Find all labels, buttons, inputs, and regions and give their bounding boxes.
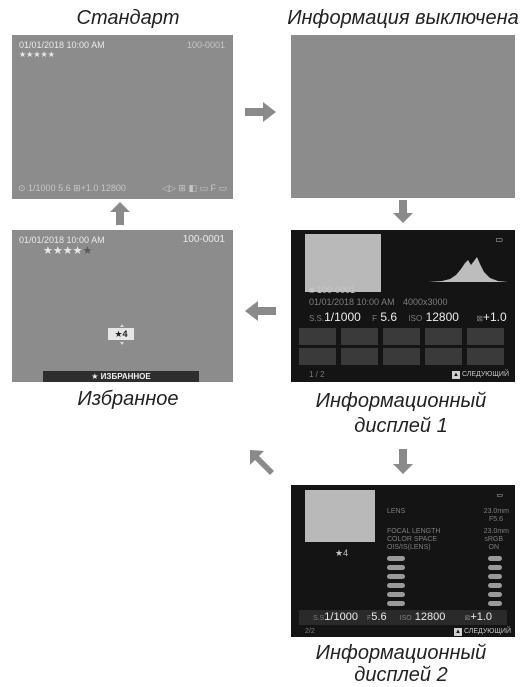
arrow-down-icon [393, 449, 413, 475]
value-color-space: sRGB [484, 536, 503, 543]
page-indicator: 1 / 2 [309, 370, 325, 379]
grid-cell [467, 328, 504, 345]
frame-number: ■ 100-0001 [309, 285, 355, 295]
caption-info-off: Информация выключена [287, 7, 519, 29]
setting-pill [387, 592, 405, 597]
arrow-down-icon [393, 200, 413, 224]
settings-grid [299, 328, 507, 366]
arrow-up-icon [110, 202, 130, 226]
setting-pill [387, 601, 405, 606]
setting-pill [488, 574, 502, 579]
caption-info1-line1: Информационный [315, 390, 487, 412]
setting-pill [488, 565, 502, 570]
screen-favorite: 01/01/2018 10:00 AM 100-0001 ★★★★★ ★4 ★ … [12, 230, 233, 382]
star-empty: ★ [82, 245, 93, 257]
grid-cell [383, 328, 420, 345]
grid-cell [299, 328, 336, 345]
rating-box: ★4 [108, 328, 134, 340]
screen-info-display-2: ★4 ▭ LENS FOCAL LENGTH COLOR SPACE OIS/I… [291, 485, 515, 637]
rating-text: ★4 [335, 548, 349, 558]
frame-number: 100-0001 [182, 234, 225, 245]
setting-pill [488, 583, 502, 588]
battery-icon: ▭ [496, 492, 503, 499]
arrow-diagonal-icon [248, 448, 276, 476]
caption-info2-line2: дисплей 2 [354, 664, 448, 686]
grid-cell [425, 348, 462, 365]
caption-standard: Стандарт [76, 7, 180, 29]
star-rating: ★★★★★ [43, 245, 93, 257]
setting-pill [387, 565, 405, 570]
page-indicator: 2/2 [305, 628, 315, 635]
setting-pill [387, 583, 405, 588]
setting-pill [387, 556, 405, 561]
screen-info-off [291, 35, 515, 198]
setting-pill [488, 556, 502, 561]
next-key-icon: ▲ [451, 371, 460, 379]
image-thumbnail [305, 490, 375, 542]
label-ois: OIS/IS(LENS) [387, 544, 431, 551]
image-thumbnail [305, 234, 381, 292]
caption-info1-line2: дисплей 1 [354, 415, 448, 437]
setting-pill [488, 592, 502, 597]
battery-icon: ▭ [495, 235, 503, 244]
grid-cell [341, 328, 378, 345]
value-lens: 23.0mm [483, 508, 509, 515]
caption-info2-line1: Информационный [315, 642, 487, 664]
next-key-icon: ▲ [453, 628, 462, 636]
next-button[interactable]: ▲ СЛЕДУЮЩИЙ [453, 628, 511, 636]
arrow-left-icon [245, 300, 277, 322]
arrow-right-icon [245, 101, 277, 123]
screen-standard: 01/01/2018 10:00 AM 100-0001 ★★★★★ ⊙ 1/1… [12, 35, 233, 199]
chevron-down-icon [120, 342, 124, 345]
value-aperture: F5.6 [488, 516, 503, 523]
exposure-row: S.S1/1000 F5.6 ISO 12800 ⊠+1.0 [299, 610, 507, 625]
datetime-text: 01/01/2018 10:00 AM [19, 40, 105, 50]
exposure-row: S.S.1/1000 F 5.6 ISO 12800 ⊠+1.0 [309, 310, 507, 324]
frame-number: 100-0001 [186, 40, 225, 50]
shooting-info: ⊙ 1/1000 5.6 ⊞+1.0 12800 [18, 183, 126, 193]
status-icons: ◁▷ ⊞ ◧ ▭ F ▭ [162, 183, 227, 193]
value-ois: ON [488, 544, 500, 551]
chevron-up-icon [120, 324, 124, 327]
grid-cell [425, 328, 462, 345]
grid-cell [383, 348, 420, 365]
label-focal-length: FOCAL LENGTH [387, 528, 441, 535]
datetime-text: 01/01/2018 10:00 AM [309, 297, 395, 307]
resolution-text: 4000x3000 [403, 297, 448, 307]
label-lens: LENS [387, 508, 406, 515]
histogram [428, 257, 508, 282]
datetime-text: 01/01/2018 10:00 AM [19, 235, 105, 245]
grid-cell [467, 348, 504, 365]
value-focal-length: 23.0mm [483, 528, 509, 535]
setting-pill [387, 574, 405, 579]
next-button[interactable]: ▲ СЛЕДУЮЩИЙ [451, 371, 509, 379]
rating-selector[interactable]: ★4 [107, 324, 137, 346]
caption-favorite: Избранное [77, 388, 179, 410]
favorite-bar[interactable]: ★ ИЗБРАННОЕ [43, 371, 199, 382]
screen-info-display-1: ▭ ■ 100-0001 01/01/2018 10:00 AM 4000x30… [291, 230, 515, 382]
grid-cell [299, 348, 336, 365]
label-color-space: COLOR SPACE [387, 536, 438, 543]
stars-filled: ★★★★ [43, 245, 83, 257]
grid-cell [341, 348, 378, 365]
setting-pill [488, 601, 502, 606]
star-rating: ★★★★★ [19, 50, 55, 59]
